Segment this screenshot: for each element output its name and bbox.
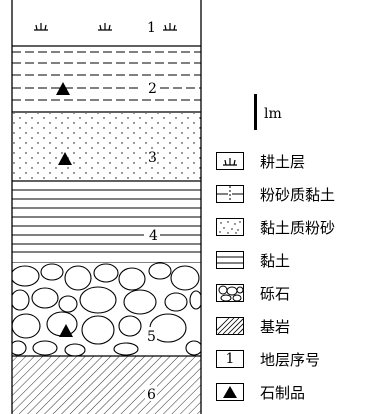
legend-item-clay: 黏土 xyxy=(216,249,290,271)
layer-number-2: 2 xyxy=(148,81,157,97)
layer-number-3: 3 xyxy=(148,150,157,166)
legend-label: 砾石 xyxy=(260,284,291,303)
triangle-icon xyxy=(216,383,244,401)
layer-3-clayey-silt xyxy=(12,111,201,180)
stratigraphic-column: 1 2 3 4 xyxy=(11,0,202,414)
label-backdrop xyxy=(145,385,157,401)
hatch-pattern-icon xyxy=(216,317,244,335)
legend-item-bedrock: 基岩 xyxy=(216,315,290,337)
layer-number-5: 5 xyxy=(147,329,156,345)
dash-pattern-icon xyxy=(216,185,244,203)
layer-number-1: 1 xyxy=(147,20,156,36)
legend-label: 黏土质粉砂 xyxy=(260,218,336,237)
layer-6-bedrock xyxy=(12,355,201,414)
artifact-triangle-layer-3 xyxy=(58,152,72,165)
artifact-triangle-layer-2 xyxy=(56,82,70,95)
artifact-triangle-layer-5 xyxy=(59,324,73,337)
legend-item-layer-number: 1 地层序号 xyxy=(216,348,320,370)
dot-pattern-icon xyxy=(216,218,244,236)
legend-item-topsoil: 耕土层 xyxy=(216,150,305,172)
grass-icon xyxy=(34,23,177,31)
layer-number-6: 6 xyxy=(147,387,156,403)
layer-4-clay xyxy=(12,180,201,253)
layer-5-gravel xyxy=(12,262,201,356)
legend-label: 地层序号 xyxy=(260,350,321,369)
legend-item-gravel: 砾石 xyxy=(216,282,290,304)
layer-2-silty-clay xyxy=(12,45,201,101)
grass-icon xyxy=(216,152,244,170)
layer-number-4: 4 xyxy=(149,228,158,244)
gravel-pattern-icon xyxy=(216,284,244,302)
legend-label: 粉砂质黏土 xyxy=(260,185,336,204)
legend-label: 黏土 xyxy=(260,251,291,270)
legend-item-silty-clay: 粉砂质黏土 xyxy=(216,183,335,205)
scale-bar xyxy=(254,94,257,130)
legend-item-artifact: 石制品 xyxy=(216,381,305,403)
legend-label: 耕土层 xyxy=(260,152,306,171)
number-box-text: 1 xyxy=(225,351,235,367)
legend-label: 石制品 xyxy=(260,383,306,402)
legend-item-clayey-silt: 黏土质粉砂 xyxy=(216,216,335,238)
label-backdrop xyxy=(145,327,157,343)
scale-label: lm xyxy=(264,106,282,122)
legend-label: 基岩 xyxy=(260,317,291,336)
line-pattern-icon xyxy=(216,251,244,269)
layer-1-topsoil: 1 xyxy=(34,20,177,36)
number-box-icon: 1 xyxy=(216,350,244,368)
